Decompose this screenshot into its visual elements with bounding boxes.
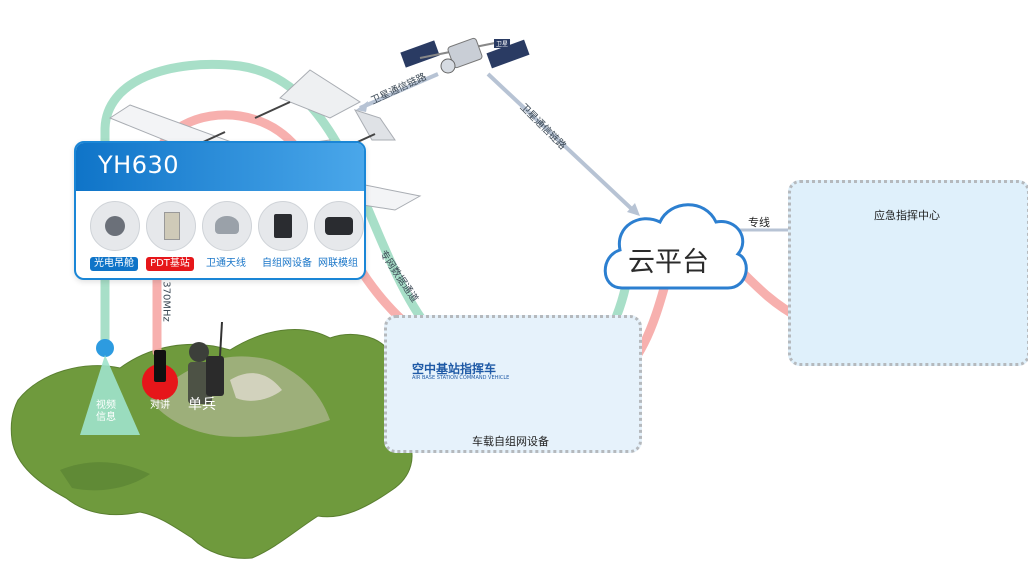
command-center-caption: 应急指挥中心 bbox=[874, 209, 940, 222]
card-header: YH630 bbox=[76, 143, 364, 191]
gimbal-camera-icon bbox=[90, 201, 140, 251]
video-info-label: 视频信息 bbox=[96, 400, 116, 423]
base-station-icon bbox=[146, 201, 196, 251]
payload-label: 自组网设备 bbox=[262, 258, 312, 269]
uav-info-card: YH630 光电吊舱 PDT基站 卫通天线 自组网设备 网联模组 bbox=[74, 141, 366, 280]
satellite-icon bbox=[400, 37, 530, 74]
payload-network: 网联模组 bbox=[314, 201, 364, 271]
payload-pdt: PDT基站 bbox=[146, 201, 196, 271]
payload-gimbal: 光电吊舱 bbox=[90, 201, 140, 271]
vehicle-livery: 空中基站指挥车 bbox=[412, 362, 497, 376]
satellite-tag: 卫星 bbox=[494, 39, 511, 48]
payload-label: 卫通天线 bbox=[206, 258, 246, 269]
command-center-box bbox=[788, 180, 1028, 366]
leased-line-label: 专线 bbox=[748, 216, 770, 229]
payload-label: PDT基站 bbox=[146, 257, 194, 271]
vehicle-livery-sub: AIR BASE STATION COMMAND VEHICLE bbox=[412, 375, 510, 381]
talk-label: 对讲 bbox=[150, 400, 170, 411]
payload-mesh: 自组网设备 bbox=[258, 201, 312, 271]
cloud-icon bbox=[603, 203, 748, 290]
payload-label: 光电吊舱 bbox=[90, 257, 138, 271]
card-title: YH630 bbox=[98, 151, 180, 179]
network-module-icon bbox=[314, 201, 364, 251]
soldier-icon bbox=[188, 321, 224, 404]
mesh-radio-icon bbox=[258, 201, 308, 251]
frequency-label: 370MHz bbox=[160, 281, 172, 322]
vehicle-box-caption: 车载自组网设备 bbox=[472, 435, 549, 448]
cloud-label: 云平台 bbox=[628, 247, 709, 278]
payload-satcom: 卫通天线 bbox=[202, 201, 252, 271]
soldier-label: 单兵 bbox=[188, 397, 216, 413]
satcom-antenna-icon bbox=[202, 201, 252, 251]
payload-label: 网联模组 bbox=[318, 258, 358, 269]
vehicle-box bbox=[384, 315, 642, 453]
